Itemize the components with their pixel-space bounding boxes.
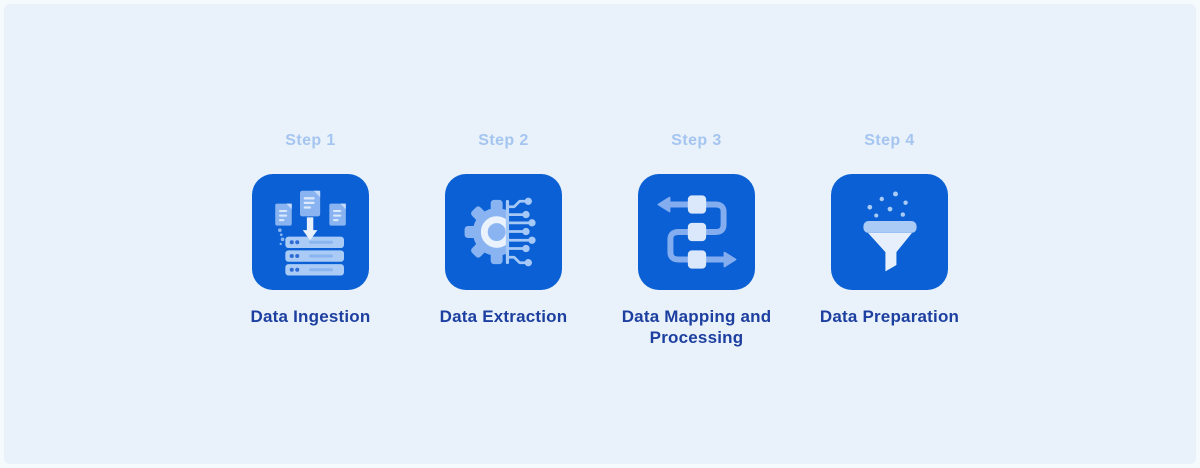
data-extraction-icon [464, 197, 536, 267]
step-1: Step 1 [231, 130, 391, 348]
data-preparation-icon [862, 191, 917, 272]
step-2-label: Step 2 [478, 132, 529, 149]
step-4-label: Step 4 [864, 132, 915, 149]
data-mapping-tile [638, 174, 755, 290]
step-1-title: Data Ingestion [250, 307, 371, 326]
background-panel: Step 1 [4, 4, 1196, 464]
step-3: Step 3 Data [617, 130, 777, 348]
process-steps: Step 1 [4, 130, 1196, 348]
data-ingestion-tile [252, 174, 369, 290]
step-4: Step 4 [810, 130, 970, 348]
data-ingestion-icon [274, 190, 346, 276]
step-2: Step 2 [424, 130, 584, 348]
data-mapping-icon [657, 195, 736, 269]
step-3-label: Step 3 [671, 132, 722, 149]
data-extraction-tile [445, 174, 562, 290]
data-preparation-tile [831, 174, 948, 290]
step-1-label: Step 1 [285, 132, 336, 149]
step-2-title: Data Extraction [439, 307, 568, 326]
step-4-title: Data Preparation [819, 307, 960, 326]
step-3-title: Data Mapping and Processing [621, 307, 772, 347]
